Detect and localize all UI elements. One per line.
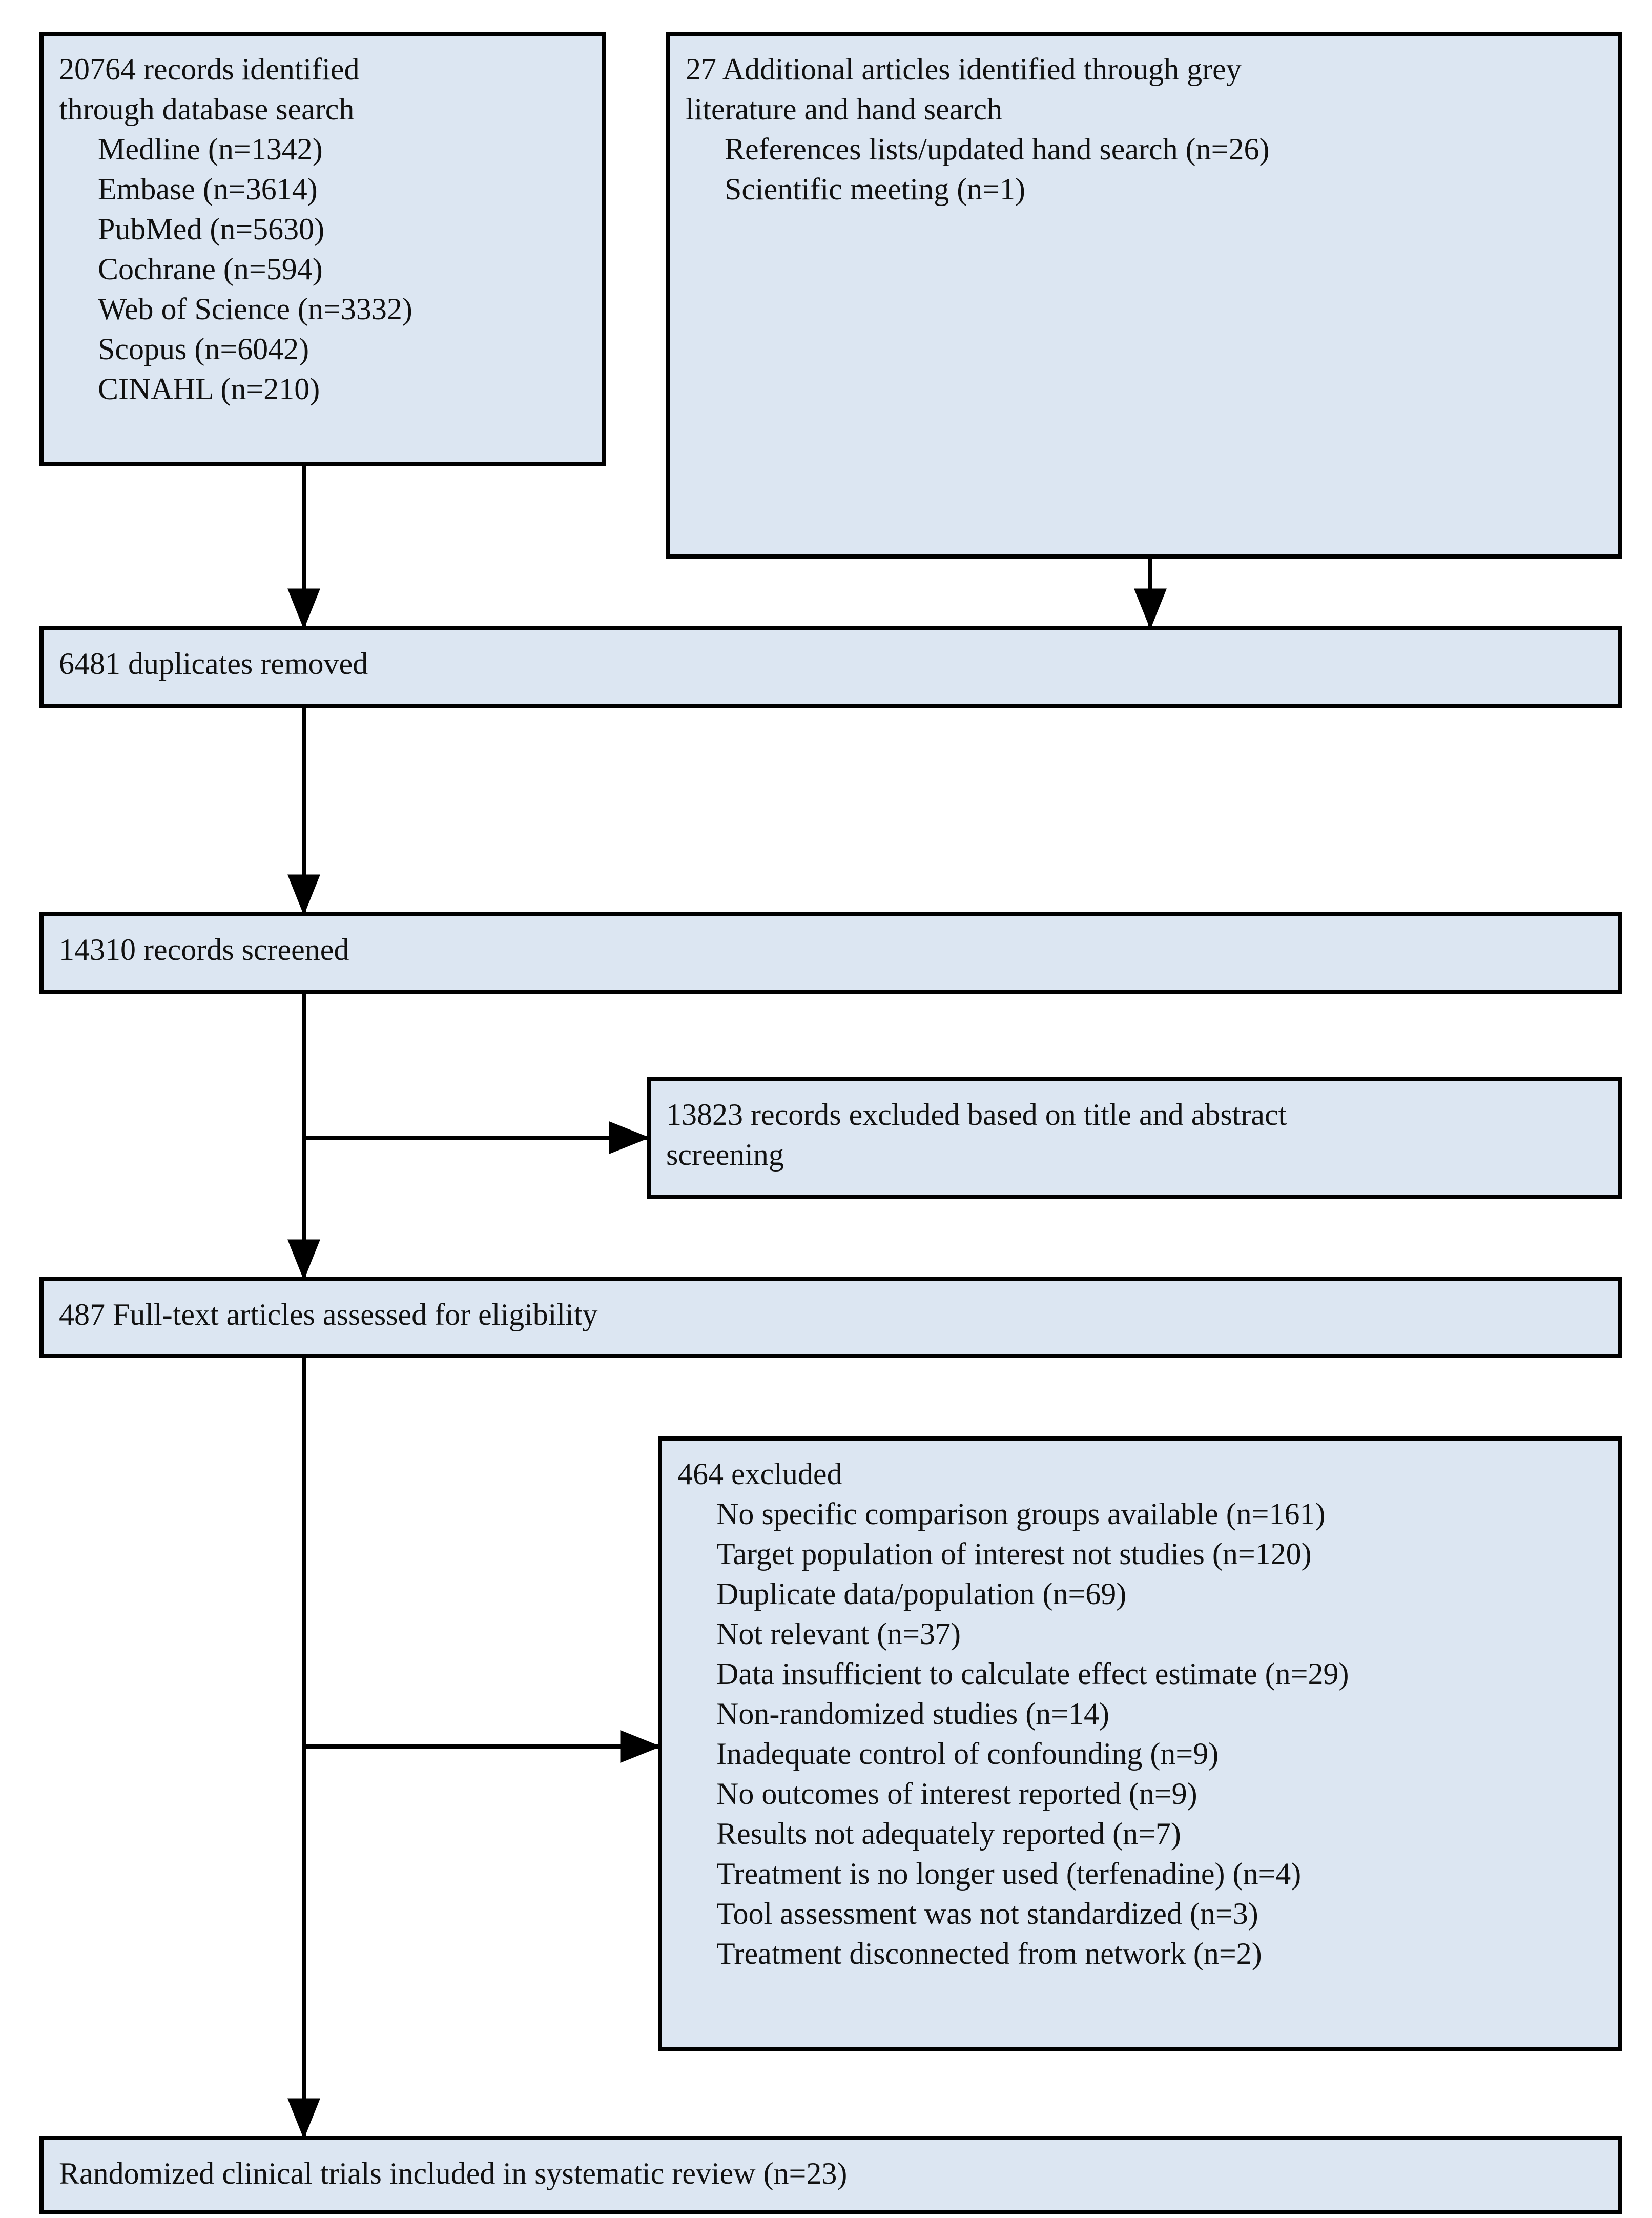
excluded-reason-non-randomized: Non-randomized studies (n=14)	[716, 1697, 1109, 1731]
box-additional-articles: 27 Additional articles identified throug…	[666, 32, 1622, 559]
database-source-medline: Medline (n=1342)	[98, 132, 323, 166]
excluded-reason-results-not-reported: Results not adequately reported (n=7)	[716, 1817, 1181, 1851]
additional-source-scientific-meeting: Scientific meeting (n=1)	[725, 172, 1025, 206]
box-fulltext-excluded-reasons: 464 excluded No specific comparison grou…	[658, 1436, 1622, 2051]
database-header-line1: 20764 records identified	[59, 52, 360, 86]
database-source-embase: Embase (n=3614)	[98, 172, 318, 206]
database-source-pubmed: PubMed (n=5630)	[98, 212, 325, 246]
included-trials-label: Randomized clinical trials included in s…	[59, 2157, 848, 2190]
additional-header-line2: literature and hand search	[686, 92, 1003, 126]
additional-header-line1: 27 Additional articles identified throug…	[686, 52, 1242, 86]
database-source-cochrane: Cochrane (n=594)	[98, 252, 323, 286]
box-records-identified-database: 20764 records identified through databas…	[39, 32, 606, 466]
excluded-reason-not-relevant: Not relevant (n=37)	[716, 1617, 961, 1651]
database-source-scopus: Scopus (n=6042)	[98, 332, 309, 366]
database-header-line2: through database search	[59, 92, 355, 126]
box-records-screened: 14310 records screened	[39, 912, 1622, 994]
additional-source-reference-lists: References lists/updated hand search (n=…	[725, 132, 1270, 166]
excluded-reason-target-population: Target population of interest not studie…	[716, 1537, 1312, 1571]
excluded-reason-no-comparison-groups: No specific comparison groups available …	[716, 1497, 1326, 1531]
excluded-reason-tool-not-standardized: Tool assessment was not standardized (n=…	[716, 1897, 1258, 1931]
excluded-reason-duplicate-data: Duplicate data/population (n=69)	[716, 1577, 1127, 1611]
box-included-trials: Randomized clinical trials included in s…	[39, 2136, 1622, 2214]
excluded-reason-disconnected-network: Treatment disconnected from network (n=2…	[716, 1937, 1262, 1970]
records-screened-label: 14310 records screened	[59, 933, 349, 967]
database-source-cinahl: CINAHL (n=210)	[98, 372, 320, 406]
excluded-reason-terfenadine: Treatment is no longer used (terfenadine…	[716, 1857, 1302, 1891]
fulltext-assessed-label: 487 Full-text articles assessed for elig…	[59, 1298, 598, 1331]
excluded-reason-inadequate-control: Inadequate control of confounding (n=9)	[716, 1737, 1219, 1771]
box-fulltext-assessed: 487 Full-text articles assessed for elig…	[39, 1277, 1622, 1358]
database-source-web-of-science: Web of Science (n=3332)	[98, 292, 412, 326]
excluded-reason-data-insufficient: Data insufficient to calculate effect es…	[716, 1657, 1349, 1691]
records-excluded-line1: 13823 records excluded based on title an…	[666, 1098, 1287, 1132]
excluded-464-header: 464 excluded	[677, 1457, 842, 1491]
excluded-reason-no-outcomes: No outcomes of interest reported (n=9)	[716, 1777, 1197, 1811]
duplicates-removed-label: 6481 duplicates removed	[59, 647, 368, 681]
records-excluded-line2: screening	[666, 1138, 784, 1172]
box-records-excluded-title-abstract: 13823 records excluded based on title an…	[647, 1077, 1622, 1199]
box-duplicates-removed: 6481 duplicates removed	[39, 626, 1622, 708]
